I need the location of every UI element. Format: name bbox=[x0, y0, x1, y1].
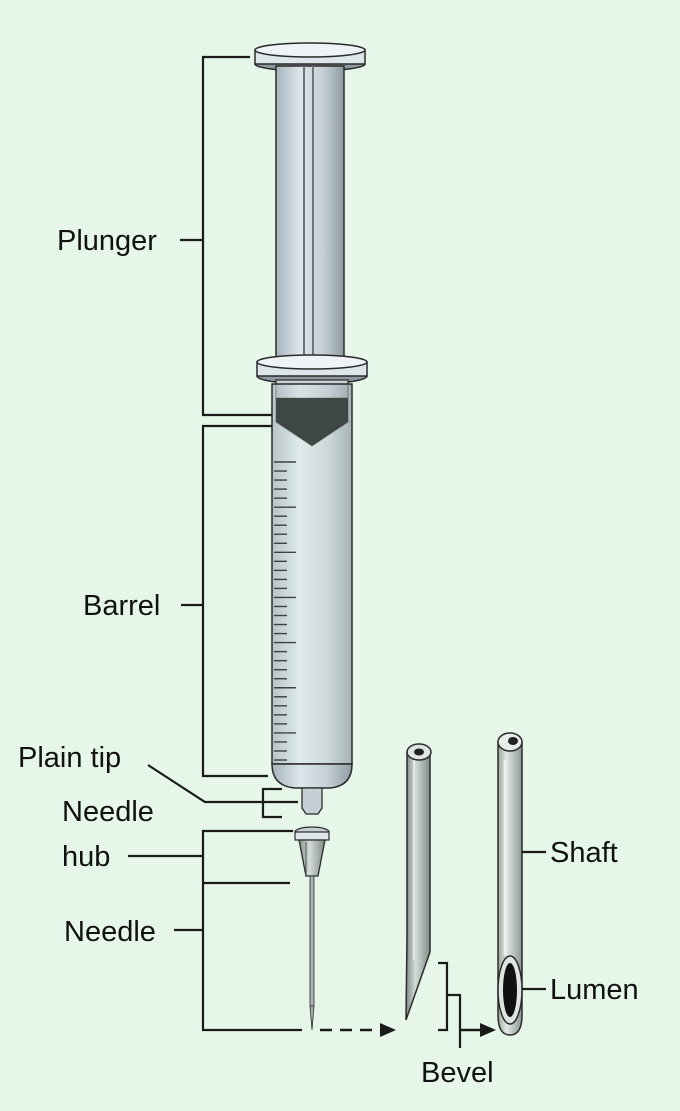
needle-shaft-small bbox=[309, 875, 315, 1031]
needle-shaft-closeup bbox=[497, 732, 523, 1036]
needle-bevel-closeup bbox=[405, 743, 432, 1021]
label-bevel: Bevel bbox=[421, 1057, 494, 1089]
label-plunger: Plunger bbox=[57, 225, 157, 257]
barrel bbox=[271, 383, 353, 789]
plain-tip bbox=[301, 787, 323, 815]
leader-lines bbox=[128, 55, 546, 1048]
barrel-graduations bbox=[274, 461, 296, 761]
label-barrel: Barrel bbox=[83, 590, 160, 622]
needle-hub bbox=[294, 826, 330, 877]
label-needle: Needle bbox=[64, 916, 156, 948]
label-plain-tip: Plain tip bbox=[18, 742, 121, 774]
label-lumen: Lumen bbox=[550, 974, 639, 1006]
label-shaft: Shaft bbox=[550, 837, 618, 869]
label-needle-hub-line1: Needle bbox=[62, 796, 154, 828]
label-needle-hub-line2: hub bbox=[62, 841, 110, 873]
